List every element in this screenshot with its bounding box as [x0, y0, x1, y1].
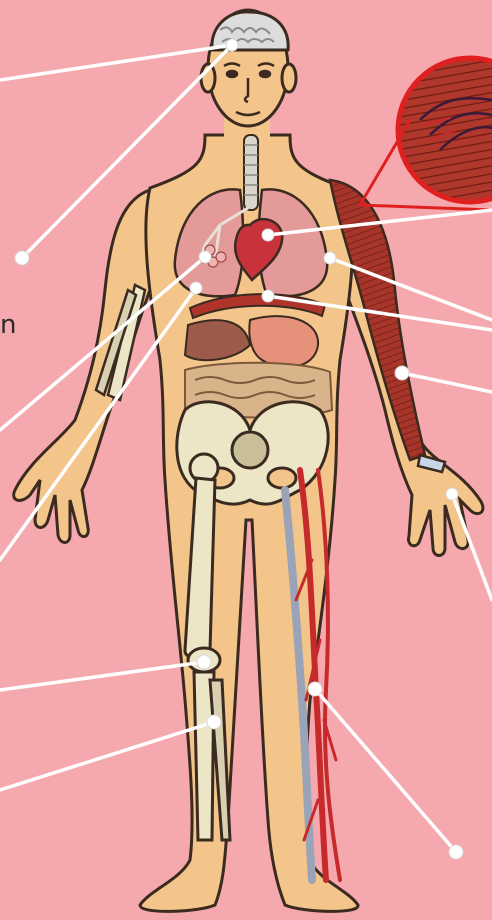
leader-vessels	[315, 689, 456, 852]
cropped-label-fragment: n	[0, 310, 16, 340]
dot-alveoli	[199, 251, 211, 263]
dot-muscle	[395, 366, 409, 380]
leader-brain-left	[0, 45, 232, 80]
dot-hand	[446, 488, 458, 500]
trachea	[244, 135, 258, 210]
leader-knee	[0, 662, 204, 690]
brain	[212, 12, 288, 50]
dot-knee	[197, 655, 211, 669]
dot-vessels	[308, 682, 322, 696]
muscle-zoom-callout	[360, 58, 492, 210]
dot-tibia	[207, 715, 221, 729]
dot-lungs	[324, 252, 336, 264]
arm-muscles	[330, 180, 445, 472]
dot-brain	[226, 39, 238, 51]
dot-heart	[262, 229, 274, 241]
leader-tibia	[0, 722, 214, 790]
dot-diaphragm	[262, 290, 274, 302]
dot-lung-left	[190, 282, 202, 294]
dot-end-vessels	[449, 845, 463, 859]
dot-end-brain-lower	[15, 251, 29, 265]
leader-muscle	[402, 373, 492, 392]
